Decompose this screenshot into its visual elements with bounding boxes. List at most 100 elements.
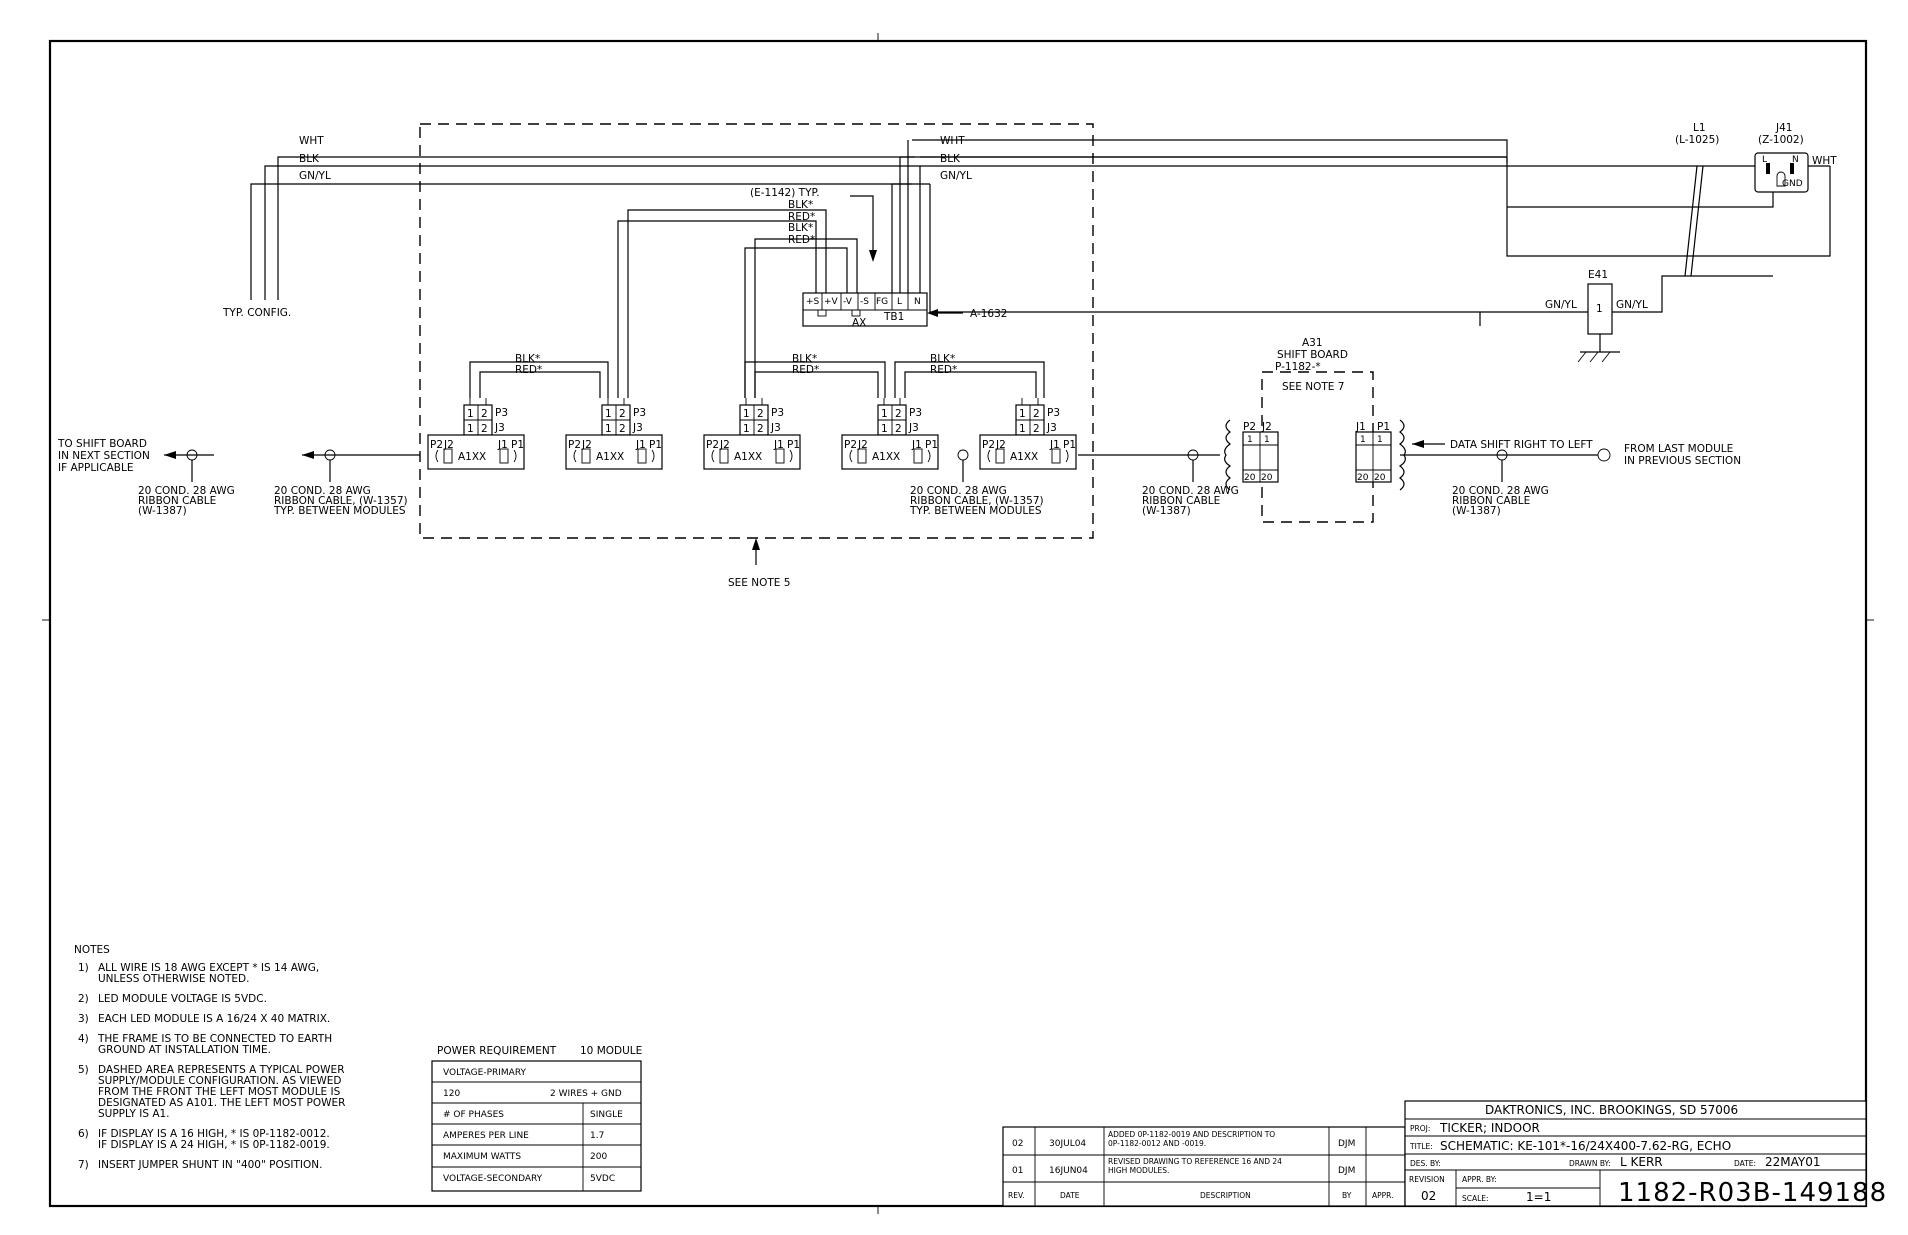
svg-text:P1: P1	[511, 439, 524, 451]
svg-text:120: 120	[443, 1089, 460, 1099]
svg-text:# OF PHASES: # OF PHASES	[443, 1110, 504, 1120]
svg-text:30JUL04: 30JUL04	[1049, 1139, 1086, 1149]
note-line: DASHED AREA REPRESENTS A TYPICAL POWER	[98, 1064, 344, 1076]
cable-w1387-mid-3: (W-1387)	[1142, 505, 1191, 517]
svg-text:1: 1	[605, 408, 612, 420]
svg-text:SEE NOTE 7: SEE NOTE 7	[1282, 381, 1344, 393]
svg-text:02: 02	[1012, 1139, 1023, 1149]
drawing-date: 22MAY01	[1765, 1155, 1821, 1169]
svg-text:P1: P1	[1063, 439, 1076, 451]
svg-text:J2: J2	[581, 439, 592, 451]
svg-text:BLK*: BLK*	[515, 353, 540, 365]
to-shift-board-3: IF APPLICABLE	[58, 462, 133, 474]
cable-w1357-left-1: 20 COND. 28 AWG	[274, 485, 371, 497]
svg-text:SCALE:: SCALE:	[1462, 1194, 1489, 1203]
svg-text:1: 1	[1019, 408, 1026, 420]
l1-part-label: (L-1025)	[1675, 134, 1719, 146]
svg-text:1: 1	[1596, 303, 1603, 315]
svg-text:J2: J2	[1261, 421, 1272, 433]
svg-text:J3: J3	[1046, 422, 1057, 434]
svg-text:1: 1	[605, 423, 612, 435]
svg-text:J1: J1	[635, 439, 646, 451]
svg-text:1: 1	[1264, 435, 1270, 445]
cable-w1387-left-3: (W-1387)	[138, 505, 187, 517]
drawn-by: L KERR	[1620, 1155, 1663, 1169]
l1-label: L1	[1693, 122, 1706, 134]
svg-text:J2: J2	[857, 439, 868, 451]
cable-w1387-mid-2: RIBBON CABLE	[1142, 495, 1220, 507]
drawing-border	[48, 39, 1868, 1208]
svg-text:A31: A31	[1302, 337, 1323, 349]
ribbon-cable-chain	[164, 419, 1611, 491]
svg-text:DJM: DJM	[1338, 1139, 1355, 1149]
j41-power-inlet: L N GND J41 (Z-1002) WHT	[1754, 122, 1837, 193]
wire-label-gnyl: GN/YL	[299, 170, 331, 182]
svg-text:20: 20	[1374, 473, 1386, 483]
notes-block: NOTES 1)ALL WIRE IS 18 AWG EXCEPT * IS 1…	[74, 944, 345, 1171]
cable-w1387-right-3: (W-1387)	[1452, 505, 1501, 517]
typical-config-dashed-area	[419, 123, 1094, 539]
e41-gnyl-left: GN/YL	[1545, 299, 1577, 311]
svg-text:1: 1	[1377, 435, 1383, 445]
svg-text:P2: P2	[844, 439, 857, 451]
svg-text:2: 2	[619, 408, 626, 420]
note-number: 7)	[78, 1159, 89, 1171]
svg-text:VOLTAGE-PRIMARY: VOLTAGE-PRIMARY	[443, 1068, 526, 1078]
svg-text:L: L	[1762, 155, 1767, 165]
svg-text:1: 1	[881, 408, 888, 420]
note-line: SUPPLY IS A1.	[98, 1108, 170, 1120]
svg-text:P2: P2	[982, 439, 995, 451]
svg-text:DRAWN BY:: DRAWN BY:	[1569, 1159, 1611, 1168]
svg-text:01: 01	[1012, 1166, 1023, 1176]
note-line: ALL WIRE IS 18 AWG EXCEPT * IS 14 AWG,	[98, 962, 319, 974]
module-power-bus: BLK* RED* BLK* RED* BLK* RED*	[469, 353, 1045, 398]
svg-text:16JUN04: 16JUN04	[1049, 1166, 1088, 1176]
svg-text:J1: J1	[1049, 439, 1060, 451]
svg-text:RED*: RED*	[515, 364, 542, 376]
svg-text:DJM: DJM	[1338, 1166, 1355, 1176]
cable-w1387-mid-1: 20 COND. 28 AWG	[1142, 485, 1239, 497]
a1632-label: A-1632	[970, 308, 1007, 320]
note-line: THE FRAME IS TO BE CONNECTED TO EARTH	[97, 1033, 332, 1045]
note-number: 6)	[78, 1128, 89, 1140]
svg-text:20: 20	[1357, 473, 1369, 483]
svg-text:-S: -S	[860, 297, 869, 307]
cable-w1387-left-1: 20 COND. 28 AWG	[138, 485, 235, 497]
svg-text:J1: J1	[773, 439, 784, 451]
svg-text:1: 1	[1019, 423, 1026, 435]
tb1-label: TB1	[883, 311, 904, 323]
j41-wht-label: WHT	[1812, 155, 1837, 167]
svg-text:J1: J1	[1355, 421, 1366, 433]
note-line: FROM THE FRONT THE LEFT MOST MODULE IS	[98, 1086, 341, 1098]
notes-heading: NOTES	[74, 944, 110, 956]
svg-text:1: 1	[467, 408, 474, 420]
svg-text:P-1182-*: P-1182-*	[1275, 361, 1321, 373]
svg-text:2: 2	[757, 408, 764, 420]
wire-label-gnyl-2: GN/YL	[940, 170, 972, 182]
drawing-title: SCHEMATIC: KE-101*-16/24X400-7.62-RG, EC…	[1440, 1139, 1731, 1153]
svg-text:FG: FG	[876, 297, 888, 307]
svg-text:L: L	[897, 297, 902, 307]
e41-ground-stud: 1 E41 GN/YL GN/YL	[1545, 269, 1648, 363]
svg-text:P1: P1	[787, 439, 800, 451]
note-number: 3)	[78, 1013, 89, 1025]
svg-text:2 WIRES + GND: 2 WIRES + GND	[550, 1089, 622, 1099]
note-line: LED MODULE VOLTAGE IS 5VDC.	[98, 993, 267, 1005]
wire-label-wht: WHT	[299, 135, 324, 147]
title-block: DAKTRONICS, INC. BROOKINGS, SD 57006 PRO…	[1404, 1100, 1886, 1208]
from-last-module-1: FROM LAST MODULE	[1624, 443, 1733, 455]
svg-text:P1: P1	[925, 439, 938, 451]
note-line: UNLESS OTHERWISE NOTED.	[98, 973, 249, 985]
cable-w1387-left-2: RIBBON CABLE	[138, 495, 216, 507]
svg-text:P3: P3	[771, 407, 784, 419]
svg-text:+S: +S	[806, 297, 820, 307]
svg-text:A1XX: A1XX	[596, 451, 624, 463]
svg-text:1: 1	[1247, 435, 1253, 445]
svg-text:APPR.: APPR.	[1372, 1191, 1394, 1200]
project-name: TICKER; INDOOR	[1439, 1121, 1540, 1135]
svg-text:DATE:: DATE:	[1734, 1159, 1756, 1168]
